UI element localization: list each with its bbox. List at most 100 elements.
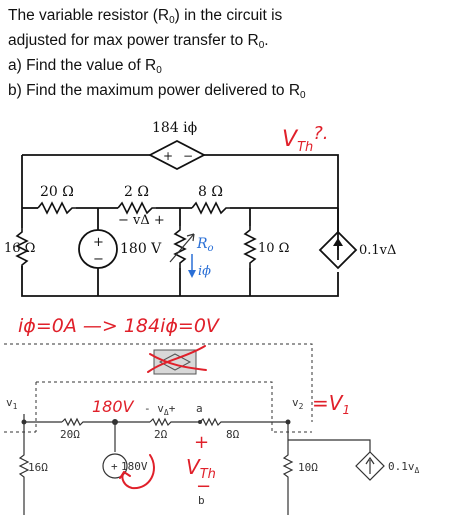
b-r16-label: 16Ω bbox=[28, 461, 48, 474]
dep-voltage-source-icon bbox=[148, 139, 206, 171]
top-wire-right bbox=[204, 154, 339, 250]
problem-line-2: adjusted for max power transfer to R0. bbox=[8, 31, 306, 56]
b-vdelta-label: - vΔ+ bbox=[144, 402, 176, 417]
problem-part-a-sub: 0 bbox=[156, 65, 162, 76]
b-cs-wire bbox=[288, 439, 371, 452]
handwritten-notes: VTh?. iϕ=0A —> 184iϕ=0V bbox=[18, 123, 329, 337]
v1-text: v bbox=[6, 396, 13, 409]
vth-question-mark: ?. bbox=[313, 123, 328, 144]
node-vsrc bbox=[112, 419, 118, 425]
iphi-arrowhead-icon bbox=[188, 270, 196, 278]
v2-equals-v1-note: =V1 bbox=[312, 391, 350, 417]
r10-label: 10 Ω bbox=[258, 241, 289, 256]
b-resistor-20-icon bbox=[61, 417, 86, 427]
v2-label: v2 bbox=[292, 396, 304, 411]
variable-arrow-icon bbox=[169, 233, 195, 263]
vth-minus-note: − bbox=[196, 476, 211, 497]
dep-source-minus: − bbox=[183, 149, 193, 163]
b-vdelta-text: - v bbox=[144, 402, 164, 415]
ro-label-sub: o bbox=[208, 243, 214, 254]
top-circuit: + − 184 iϕ 20 Ω 2 Ω − vΔ + 8 Ω 16 Ω + − … bbox=[4, 120, 396, 297]
b-resistor-10-icon bbox=[282, 452, 294, 480]
node-a-label: a bbox=[196, 402, 203, 415]
dep-current-arrowhead-icon bbox=[333, 238, 343, 246]
problem-line-2-text: adjusted for max power transfer to R bbox=[8, 32, 259, 49]
resistor-2-icon bbox=[117, 201, 156, 215]
v2-text: v bbox=[292, 396, 299, 409]
problem-part-a: a) Find the value of R0 bbox=[8, 56, 306, 81]
v1-sub: 1 bbox=[13, 402, 18, 411]
strike-line-2 bbox=[149, 353, 207, 371]
vsrc-label: 180 V bbox=[120, 241, 162, 257]
red-circle-stroke bbox=[121, 454, 155, 490]
node-b-label: b bbox=[198, 494, 205, 507]
r16-label: 16 Ω bbox=[4, 241, 35, 256]
resistor-10-icon bbox=[243, 226, 257, 268]
vth-note-v: V bbox=[186, 455, 201, 479]
problem-statement: The variable resistor (R0) in the circui… bbox=[8, 6, 306, 106]
r2-label: 2 Ω bbox=[124, 184, 149, 200]
ro-label-text: R bbox=[196, 236, 208, 252]
problem-line-2-end: . bbox=[264, 32, 269, 49]
b-dep-current-text: 0.1v bbox=[388, 460, 415, 473]
resistor-20-icon bbox=[37, 201, 76, 215]
problem-part-a-text: a) Find the value of R bbox=[8, 57, 157, 74]
vsrc-minus: − bbox=[93, 252, 104, 267]
v2-sub: 2 bbox=[299, 402, 304, 411]
problem-line-1-text: The variable resistor (R bbox=[8, 7, 170, 24]
problem-line-2-sub: 0 bbox=[258, 40, 265, 51]
iphi-zero-equation: iϕ=0A —> 184iϕ=0V bbox=[18, 315, 221, 337]
vth-note: VTh bbox=[186, 455, 216, 482]
v2-equals-text: =V bbox=[312, 391, 344, 415]
resistor-8-icon bbox=[191, 201, 230, 215]
dep-source-label: 184 iϕ bbox=[152, 120, 197, 136]
resistor-16-icon bbox=[15, 228, 29, 270]
dep-source-plus: + bbox=[163, 149, 173, 163]
b-r20-label: 20Ω bbox=[60, 428, 80, 441]
bottom-handwritten-notes: 180V + VTh − bbox=[92, 397, 216, 497]
b-r2-label: 2Ω bbox=[154, 428, 168, 441]
problem-line-1-end: ) in the circuit is bbox=[174, 7, 283, 24]
r20-label: 20 Ω bbox=[40, 184, 74, 200]
b-voltage-source-icon bbox=[102, 453, 128, 479]
b-resistor-2-icon bbox=[149, 417, 174, 427]
b-vdelta-plus: + bbox=[169, 402, 176, 415]
variable-arrowhead-icon bbox=[186, 233, 195, 242]
vth-question-note: VTh?. bbox=[282, 123, 329, 155]
variable-resistor-icon bbox=[173, 226, 187, 268]
b-dep-current-sub: Δ bbox=[415, 466, 420, 475]
dashed-box-inner bbox=[36, 381, 312, 433]
dep-current-source-icon bbox=[318, 230, 358, 270]
dep-source-crossed-icon bbox=[158, 353, 192, 371]
voltage-source-icon bbox=[78, 229, 118, 269]
dep-current-label: 0.1vΔ bbox=[359, 243, 396, 258]
strike-line-1 bbox=[147, 345, 206, 373]
node-v2 bbox=[285, 419, 291, 425]
b-dep-current-arrow-icon bbox=[365, 456, 375, 474]
v2-equals-sub: 1 bbox=[342, 403, 350, 417]
vdelta-label: − vΔ + bbox=[118, 213, 165, 228]
r8-label: 8 Ω bbox=[198, 184, 223, 200]
b-vsrc-label: 180V bbox=[121, 460, 148, 473]
problem-part-b-sub: 0 bbox=[300, 90, 306, 101]
problem-line-1-sub: 0 bbox=[169, 15, 175, 26]
ro-label: Ro bbox=[196, 236, 214, 254]
vth-question-sub: Th bbox=[297, 140, 313, 155]
vth-note-sub: Th bbox=[200, 467, 216, 482]
b-vsrc-plus: + bbox=[111, 460, 118, 473]
b-vdelta-sub: Δ bbox=[164, 408, 169, 417]
problem-part-b-text: b) Find the maximum power delivered to R bbox=[8, 82, 301, 99]
b-r10-label: 10Ω bbox=[298, 461, 318, 474]
b-r8-label: 8Ω bbox=[226, 428, 240, 441]
v180-note: 180V bbox=[92, 397, 135, 416]
dashed-box-outer bbox=[4, 343, 313, 422]
node-v1 bbox=[21, 419, 27, 425]
vsrc-plus: + bbox=[93, 235, 104, 250]
v1-label: v1 bbox=[6, 396, 18, 411]
vth-plus-note: + bbox=[194, 432, 209, 453]
bottom-circuit: v1 v2 =V1 20Ω 2Ω - vΔ+ a 8Ω 16Ω + 180V 1… bbox=[4, 343, 420, 515]
b-resistor-8-icon bbox=[199, 417, 224, 427]
red-arrow-icon bbox=[119, 471, 131, 479]
b-dep-current-label: 0.1vΔ bbox=[388, 460, 420, 475]
